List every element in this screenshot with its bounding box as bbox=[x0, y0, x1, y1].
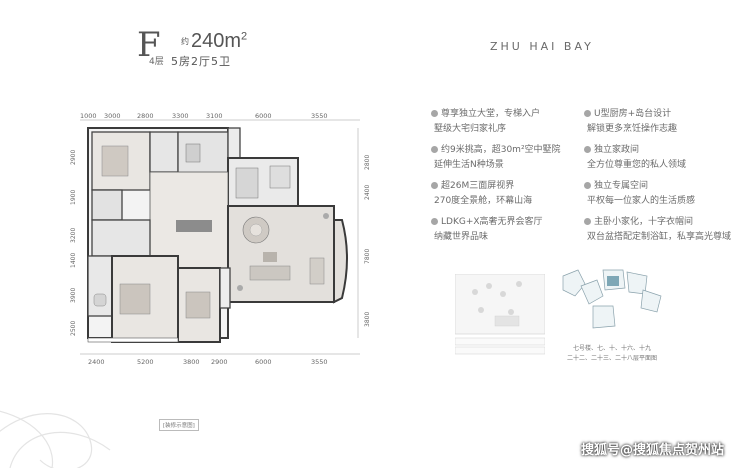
area-value: 240m bbox=[191, 30, 242, 52]
dimension-label: 2400 bbox=[88, 358, 105, 366]
caption-line: 二十二、二十三、二十八层平面图 bbox=[566, 355, 657, 362]
feature-desc: 墅级大宅归家礼序 bbox=[434, 124, 507, 134]
feature-desc: 延伸生活N种场景 bbox=[434, 160, 504, 170]
site-plan bbox=[455, 274, 545, 355]
feature-desc: 解锁更多烹饪操作志趣 bbox=[587, 124, 678, 134]
feature-title: 主卧小家化，十字衣帽间 bbox=[594, 217, 694, 227]
feature-item: U型厨房+岛台设计 解锁更多烹饪操作志趣 bbox=[584, 107, 677, 137]
dimension-label: 2900 bbox=[70, 149, 77, 165]
dimension-label: 2500 bbox=[70, 320, 77, 336]
feature-title: 独立家政间 bbox=[594, 145, 640, 155]
feature-title: U型厨房+岛台设计 bbox=[594, 109, 672, 119]
dimension-label: 3000 bbox=[104, 112, 121, 120]
feature-item: 主卧小家化，十字衣帽间 双台盆搭配定制浴缸，私享高光尊域 bbox=[584, 215, 731, 245]
dimension-label: 1900 bbox=[70, 189, 77, 205]
render-note: [装修示意图] bbox=[159, 419, 199, 431]
feature-item: 独立家政间 全方位尊重您的私人领域 bbox=[584, 143, 686, 173]
feature-title: 独立专属空间 bbox=[594, 181, 649, 191]
dimension-label: 3550 bbox=[311, 112, 328, 120]
bullet-icon bbox=[431, 146, 438, 153]
area-prefix: 约 bbox=[181, 37, 189, 47]
bullet-icon bbox=[431, 182, 438, 189]
bullet-icon bbox=[431, 110, 438, 117]
feature-desc: 全方位尊重您的私人领域 bbox=[587, 160, 687, 170]
brand-name: ZHU HAI BAY bbox=[490, 40, 594, 53]
unit-letter: F bbox=[137, 25, 161, 65]
dimension-label: 3300 bbox=[172, 112, 189, 120]
feature-item: 约9米挑高，超30m²空中墅院 延伸生活N种场景 bbox=[431, 143, 561, 173]
feature-title: LDKG+X高奢无界会客厅 bbox=[441, 217, 543, 227]
dimension-label: 1000 bbox=[80, 112, 97, 120]
bullet-icon bbox=[584, 182, 591, 189]
bullet-icon bbox=[584, 110, 591, 117]
feature-item: 超26M三面屏视界 270度全景舱，环幕山海 bbox=[431, 179, 532, 209]
dimension-label: 1400 bbox=[70, 252, 77, 268]
feature-desc: 纳藏世界品味 bbox=[434, 232, 489, 242]
feature-item: 尊享独立大堂，专梯入户 墅级大宅归家礼序 bbox=[431, 107, 540, 137]
caption-line: 七号楼、七、十、十六、十九 bbox=[572, 345, 651, 352]
dimension-label: 3200 bbox=[70, 227, 77, 243]
key-plan-caption: 七号楼、七、十、十六、十九 二十二、二十三、二十八层平面图 bbox=[557, 344, 667, 364]
dimension-label: 6000 bbox=[255, 358, 272, 366]
feature-desc: 双台盆搭配定制浴缸，私享高光尊域 bbox=[587, 232, 732, 242]
feature-item: 独立专属空间 平权每一位家人的生活质感 bbox=[584, 179, 695, 209]
dimension-label: 3800 bbox=[183, 358, 200, 366]
feature-item: LDKG+X高奢无界会客厅 纳藏世界品味 bbox=[431, 215, 543, 245]
dimension-label: 6000 bbox=[255, 112, 272, 120]
floor-label: 4层 bbox=[149, 57, 164, 67]
dimension-label: 2900 bbox=[211, 358, 228, 366]
feature-title: 超26M三面屏视界 bbox=[441, 181, 515, 191]
feature-title: 尊享独立大堂，专梯入户 bbox=[441, 109, 541, 119]
dimension-label: 3100 bbox=[206, 112, 223, 120]
dimension-label: 3900 bbox=[70, 287, 77, 303]
area-sup: 2 bbox=[241, 30, 248, 43]
feature-desc: 平权每一位家人的生活质感 bbox=[587, 196, 696, 206]
dimension-label: 2800 bbox=[137, 112, 154, 120]
room-count: 5房2厅5卫 bbox=[171, 55, 231, 68]
dimension-label: 5200 bbox=[137, 358, 154, 366]
feature-desc: 270度全景舱，环幕山海 bbox=[434, 196, 533, 206]
decorative-swirl bbox=[0, 410, 111, 468]
feature-title: 约9米挑高，超30m²空中墅院 bbox=[441, 145, 561, 155]
bullet-icon bbox=[584, 218, 591, 225]
watermark-text: 搜狐号@搜狐焦点贺州站 bbox=[580, 443, 724, 458]
bullet-icon bbox=[584, 146, 591, 153]
dimension-label: 3550 bbox=[311, 358, 328, 366]
building-key-plan bbox=[562, 269, 662, 329]
floor-plan bbox=[80, 119, 360, 355]
bullet-icon bbox=[431, 218, 438, 225]
